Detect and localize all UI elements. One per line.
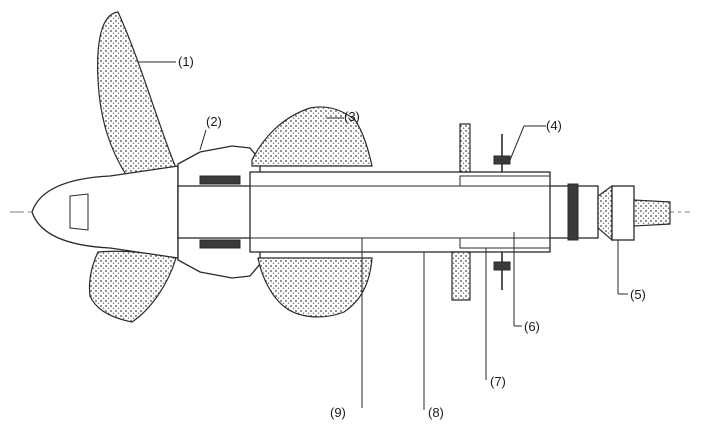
- sleeve-inner-top: [459, 175, 551, 187]
- stud-bolt-lower: [493, 261, 511, 271]
- bulkhead-plate-upper: [459, 123, 471, 173]
- shaft-sleeve: [249, 171, 551, 253]
- label-9: (9): [330, 405, 346, 420]
- label-8: (8): [428, 405, 444, 420]
- label-3: (3): [344, 109, 360, 124]
- hub-ring-top: [199, 175, 241, 185]
- collar: [567, 183, 579, 241]
- propeller-blade-lower: [88, 250, 177, 323]
- hub-ring-bottom: [199, 239, 241, 249]
- label-7: (7): [490, 374, 506, 389]
- bulkhead-plate-lower: [451, 251, 471, 301]
- propeller-blade-upper: [97, 11, 177, 179]
- fan-rotor-upper: [251, 106, 373, 167]
- flange-tail: [633, 199, 671, 227]
- label-1: (1): [178, 54, 194, 69]
- label-2: (2): [206, 114, 222, 129]
- fan-rotor-lower: [257, 257, 373, 318]
- cone-nut: [69, 193, 89, 231]
- label-5: (5): [630, 287, 646, 302]
- sleeve-inner-bottom: [459, 237, 551, 249]
- label-6: (6): [524, 319, 540, 334]
- label-4: (4): [546, 118, 562, 133]
